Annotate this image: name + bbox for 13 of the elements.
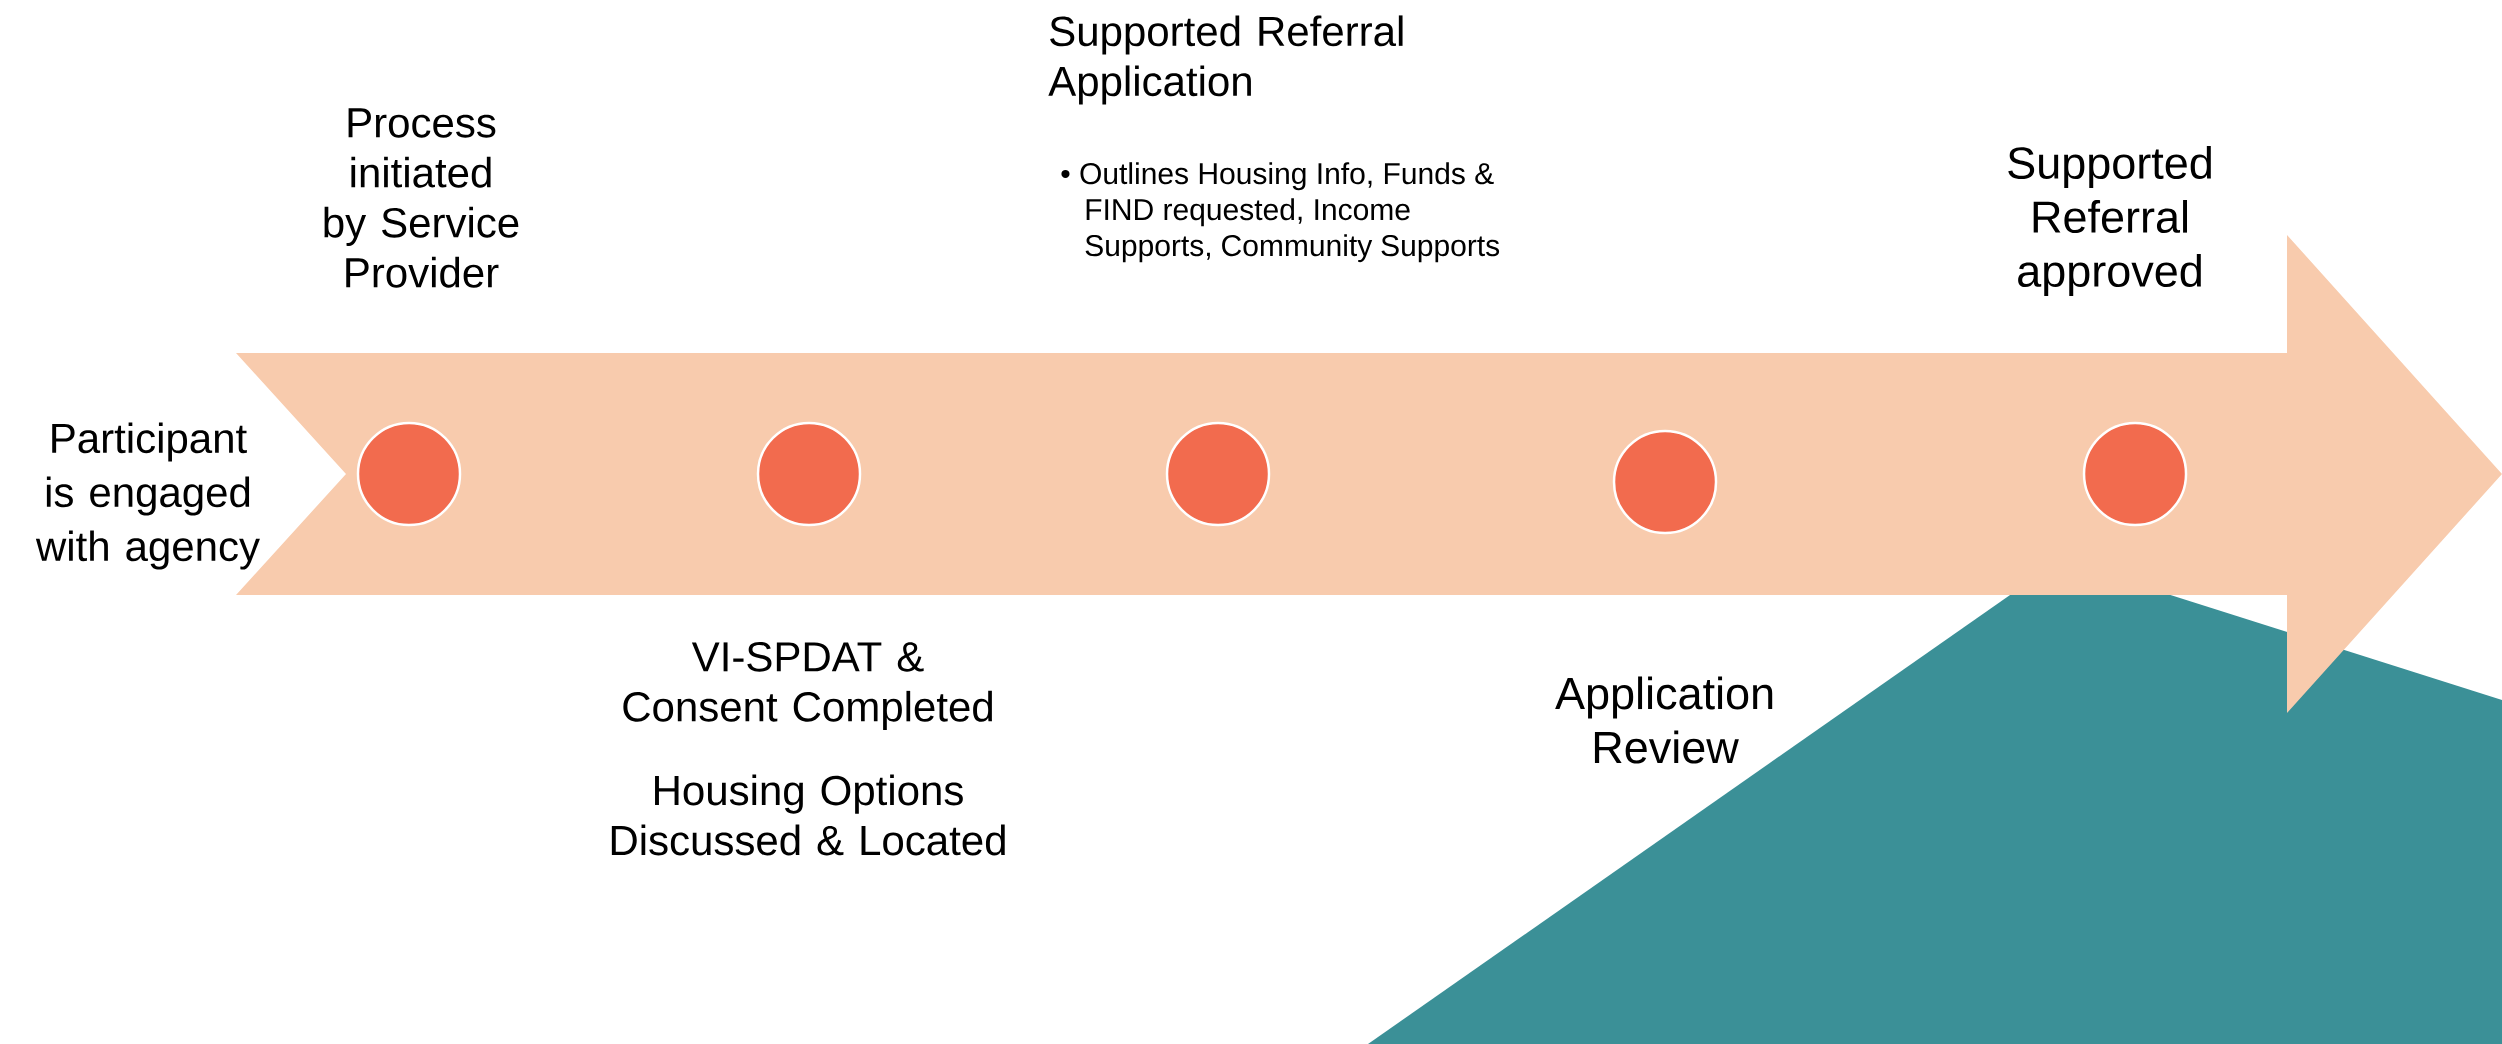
timeline-dot <box>356 421 462 527</box>
bullet-text: • Outlines Housing Info, Funds & FIND requested, Income Supports, Community Supports <box>1061 162 1500 263</box>
timeline-dot <box>2082 421 2188 527</box>
step-label: Housing Options Discussed & Located <box>611 774 1005 856</box>
step-label: VI-SPDAT & Consent Completed <box>623 641 992 730</box>
step-label: Supported Referral approved <box>2008 146 2211 296</box>
timeline-dot <box>1612 429 1718 535</box>
timeline-dot <box>756 421 862 527</box>
timeline-dot <box>1165 421 1271 527</box>
start-label: Participant is engaged with agency <box>35 422 260 570</box>
step-label: Supported Referral Application <box>1048 15 1403 105</box>
step-label: Application Review <box>1555 676 1773 764</box>
step-label: Process initiated by Service Provider <box>324 108 519 288</box>
